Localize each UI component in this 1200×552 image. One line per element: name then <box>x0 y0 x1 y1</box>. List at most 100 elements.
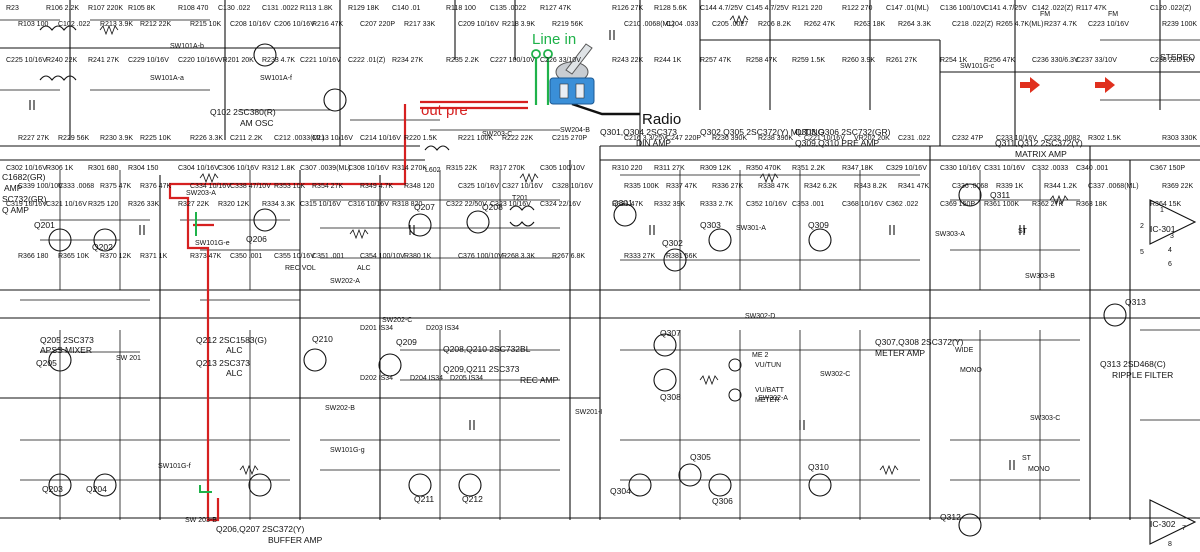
radio-wiring <box>571 102 640 116</box>
component-label: R239 100K <box>1162 21 1197 28</box>
label-rec-vol: REC VOL <box>285 265 316 272</box>
transistor-label: Q307 <box>660 328 681 338</box>
transistor-label: Q305 <box>690 452 711 462</box>
label-mono-1: MONO <box>960 367 982 374</box>
ic-pin-label: 4 <box>1168 247 1172 254</box>
component-label: R332 39K <box>654 201 685 208</box>
component-label: C209 10/16V <box>458 21 499 28</box>
component-label: C337 .0068(ML) <box>1088 183 1139 190</box>
component-label: R215 10K <box>190 21 221 28</box>
section-apss: Q205 2SC373 <box>40 335 94 345</box>
component-label: R268 3.3K <box>502 253 535 260</box>
section-q-amp-left: SC732(GR) <box>2 194 47 204</box>
component-label: C232 .0082 <box>1044 135 1080 142</box>
diode-label: D204 IS34 <box>410 375 443 382</box>
component-label: R381 56K <box>666 253 697 260</box>
component-label: R366 180 <box>18 253 48 260</box>
component-label: R325 120 <box>88 201 118 208</box>
switch-label: SW101G-c <box>960 63 995 70</box>
transistor-label: Q313 <box>1125 297 1146 307</box>
red-arrow-icon <box>1020 77 1040 93</box>
component-label: R344 1.2K <box>1044 183 1077 190</box>
component-label: R23 <box>6 5 19 12</box>
component-label: C329 10/16V <box>886 165 927 172</box>
component-label: R127 47K <box>540 5 571 12</box>
switch-label: SW202-A <box>330 278 360 285</box>
wiring <box>0 0 1200 520</box>
component-label: R373 47K <box>190 253 221 260</box>
component-label: C362 .022 <box>886 201 918 208</box>
component-label: R218 3.9K <box>502 21 535 28</box>
component-label: R258 47K <box>746 57 777 64</box>
component-label: C205 .0027 <box>712 21 748 28</box>
diode-label: D205 IS34 <box>450 375 483 382</box>
line-in-wiring <box>195 49 553 493</box>
component-label: C315 10/16V <box>300 201 341 208</box>
component-label: R225 10K <box>140 135 171 142</box>
component-label: R106 2.2K <box>46 5 79 12</box>
component-label: C223 10/16V <box>1088 21 1129 28</box>
component-label: R304 150 <box>128 165 158 172</box>
section-pre-amp: Q303,Q306 2SC732(GR) <box>795 127 891 137</box>
section-matrix: Q311,Q312 2SC372(Y) <box>995 138 1083 148</box>
section-ripple-sub: RIPPLE FILTER <box>1112 370 1173 380</box>
component-label: C220 10/16V <box>178 57 219 64</box>
component-label: VR202 20K <box>854 135 890 142</box>
component-label: C207 220P <box>360 21 395 28</box>
component-label: R212 22K <box>140 21 171 28</box>
component-label: C355 10/16V <box>274 253 315 260</box>
component-label: C324 22/16V <box>540 201 581 208</box>
component-label: R335 100K <box>624 183 659 190</box>
switch-label: SW203-A <box>186 190 216 197</box>
component-label: R375 47K <box>100 183 131 190</box>
component-label: R256 47K <box>984 57 1015 64</box>
ic-pin-label: 8 <box>1168 541 1172 548</box>
component-label: R338 47K <box>758 183 789 190</box>
label-meter: METER <box>755 397 780 404</box>
transistor-label: Q210 <box>312 334 333 344</box>
switch-label: SW303-B <box>1025 273 1055 280</box>
component-label: R122 270 <box>842 5 872 12</box>
component-label: R339 1K <box>996 183 1024 190</box>
transistor-label: Q310 <box>808 462 829 472</box>
component-label: R229 56K <box>58 135 89 142</box>
component-label: R128 5.6K <box>654 5 687 12</box>
component-label: R129 18K <box>348 5 379 12</box>
component-label: C144 4.7/25V <box>700 5 743 12</box>
component-label: R216 47K <box>312 21 343 28</box>
ic-pin-label: 5 <box>1140 249 1144 256</box>
label-ic302: IC-302 <box>1150 519 1176 529</box>
coils <box>39 25 535 227</box>
component-label: R263 18K <box>854 21 885 28</box>
line-in-label: Line in <box>532 31 576 48</box>
label-mono-2: MONO <box>1028 466 1050 473</box>
component-label: R257 47K <box>700 57 731 64</box>
switch-label: SW204-B <box>560 127 590 134</box>
component-label: C120 .022(Z) <box>1150 5 1191 12</box>
component-label: C327 10/16V <box>502 183 543 190</box>
diode-label: D202 IS34 <box>360 375 393 382</box>
radio-label: Radio <box>642 111 681 128</box>
component-label: R113 1.8K <box>300 5 333 12</box>
switch-label: SW101G-f <box>158 463 191 470</box>
component-label: R243 22K <box>612 57 643 64</box>
section-buffer-amp: Q206,Q207 2SC372(Y) <box>216 524 305 534</box>
transistor-label: Q201 <box>34 220 55 230</box>
component-label: C328 10/16V <box>552 183 593 190</box>
component-label: C308 10/16V <box>348 165 389 172</box>
component-label: C247 220P <box>666 135 701 142</box>
component-label: R315 22K <box>446 165 477 172</box>
switch-label: SW302-C <box>820 371 850 378</box>
component-label: C141 4.7/25V <box>984 5 1027 12</box>
component-label: R222 22K <box>502 135 533 142</box>
component-label: C204 .033 <box>666 21 698 28</box>
red-arrow-icons <box>1020 77 1115 93</box>
section-din-amp: Q301,Q304 2SC373 <box>600 127 677 137</box>
component-label: C338 47/10V <box>230 183 271 190</box>
component-label: C306 10/16V <box>218 165 259 172</box>
component-label: R343 8.2K <box>854 183 887 190</box>
switch-label: SW101G-g <box>330 447 365 454</box>
component-label: C212 .0033(ML) <box>274 135 325 142</box>
